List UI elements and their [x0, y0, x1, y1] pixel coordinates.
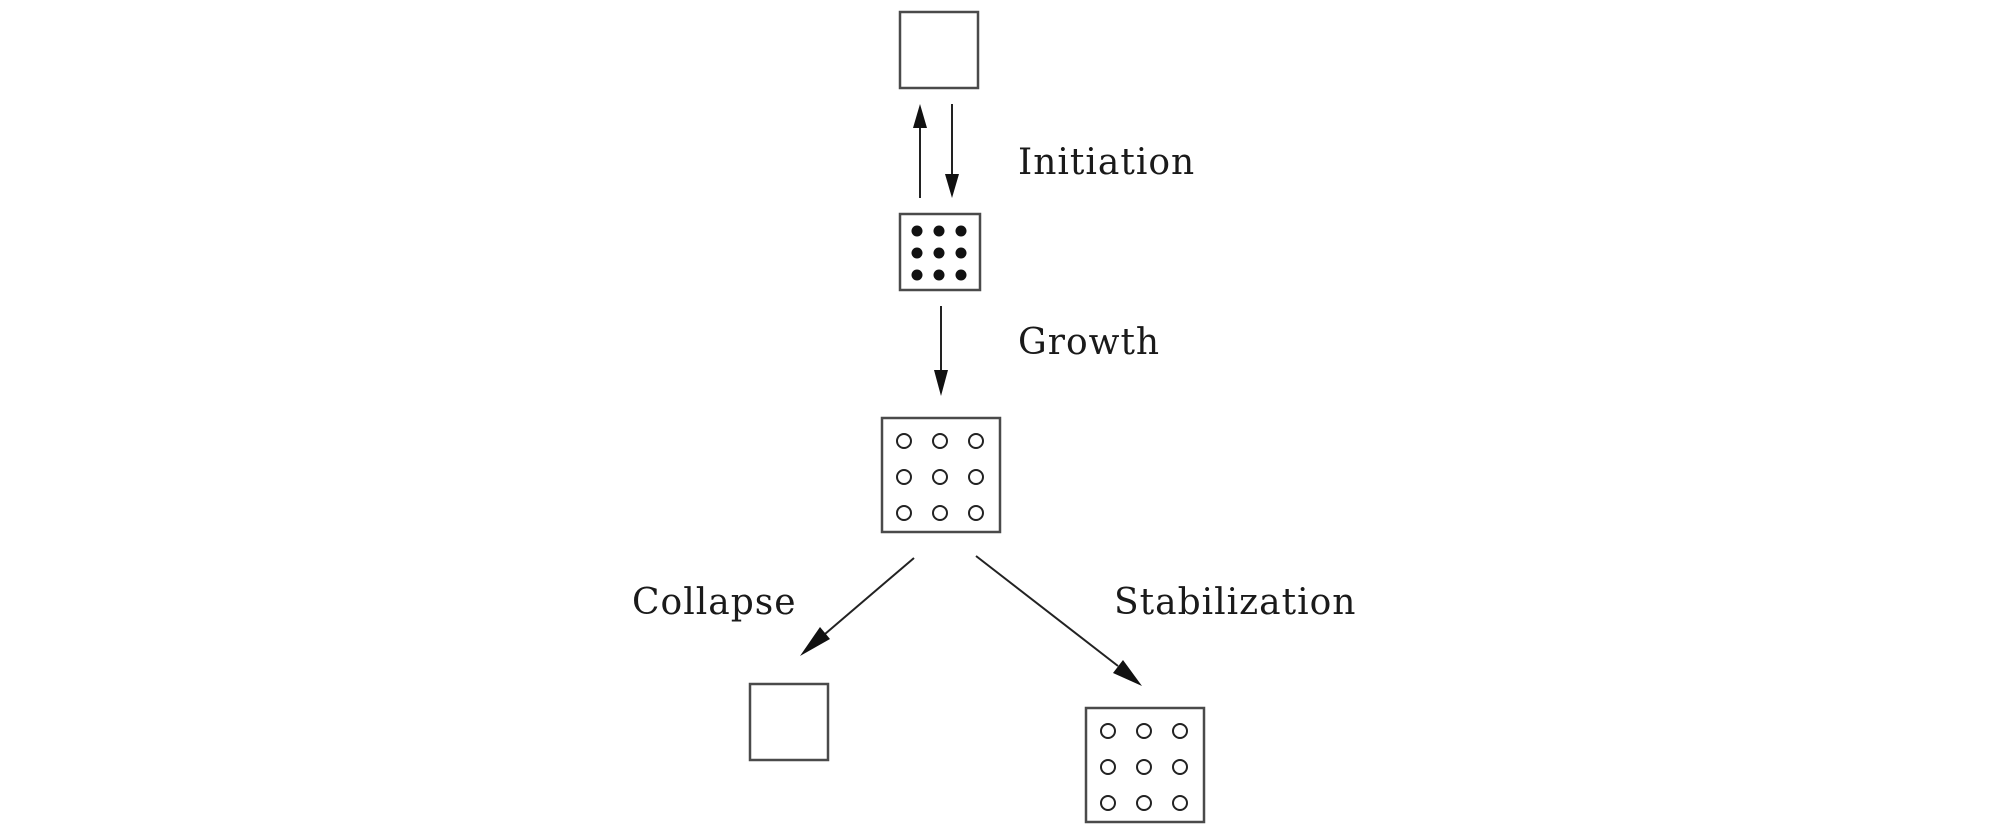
filled-dot	[933, 269, 945, 281]
open-circle	[1172, 795, 1188, 811]
filled-dot	[933, 247, 945, 259]
open-circle	[1172, 723, 1188, 739]
open-circle	[896, 433, 912, 449]
filled-dot	[955, 247, 967, 259]
label-collapse: Collapse	[632, 582, 797, 623]
open-circle	[932, 469, 948, 485]
filled-dot	[933, 225, 945, 237]
open-circle	[1136, 723, 1152, 739]
collapse-arrow-line	[824, 557, 915, 635]
open-circle	[896, 505, 912, 521]
open-circle	[932, 505, 948, 521]
filled-dot	[911, 247, 923, 259]
filled-dot	[955, 269, 967, 281]
growth-arrow	[934, 306, 948, 396]
node-collapsed	[748, 682, 830, 762]
collapse-arrow-head	[800, 627, 830, 656]
filled-dot	[911, 269, 923, 281]
open-circle	[968, 469, 984, 485]
stabilization-arrow-head	[1113, 660, 1142, 686]
open-circle	[1100, 759, 1116, 775]
open-circle	[968, 433, 984, 449]
stabilization-arrow-line	[975, 555, 1119, 667]
open-circle	[1100, 795, 1116, 811]
open-circle	[1100, 723, 1116, 739]
arrow-up-head	[913, 104, 927, 128]
label-growth: Growth	[1018, 322, 1160, 363]
open-circle-grid	[896, 433, 984, 521]
stabilization-arrow	[975, 555, 1142, 686]
open-circle	[896, 469, 912, 485]
label-stabilization: Stabilization	[1114, 582, 1356, 623]
filled-dot-grid	[911, 225, 967, 281]
node-stabilized	[1084, 706, 1206, 824]
open-circle	[1136, 795, 1152, 811]
collapse-arrow	[800, 557, 915, 656]
node-grown	[880, 416, 1002, 534]
open-circle	[932, 433, 948, 449]
open-circle	[968, 505, 984, 521]
arrow-down-head	[945, 174, 959, 198]
growth-arrow-head	[934, 370, 948, 396]
label-initiation: Initiation	[1018, 142, 1195, 183]
node-empty-top	[898, 10, 980, 90]
node-initiated	[898, 212, 982, 292]
filled-dot	[911, 225, 923, 237]
open-circle-grid	[1100, 723, 1188, 811]
open-circle	[1136, 759, 1152, 775]
open-circle	[1172, 759, 1188, 775]
filled-dot	[955, 225, 967, 237]
initiation-arrows	[913, 104, 959, 198]
